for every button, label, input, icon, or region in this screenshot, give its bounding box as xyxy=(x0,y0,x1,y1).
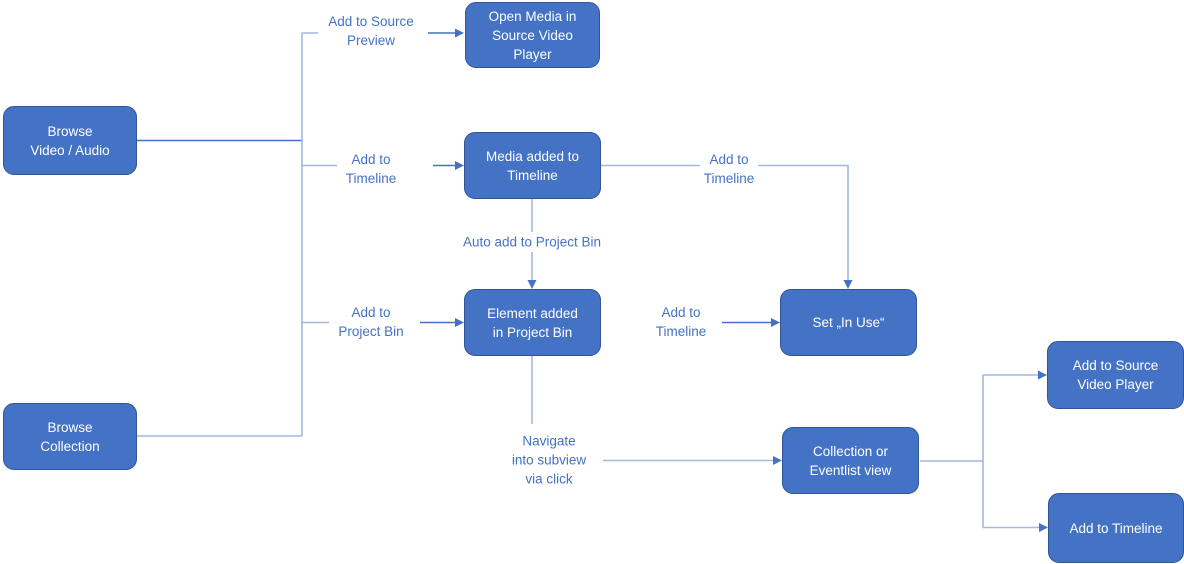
node-add-to-timeline: Add to Timeline xyxy=(1048,493,1184,563)
node-add-to-source-video-player: Add to Source Video Player xyxy=(1047,341,1184,409)
node-browse-collection: Browse Collection xyxy=(3,403,137,470)
label-add-to-source-preview: Add to Source Preview xyxy=(325,12,417,50)
node-collection-eventlist-view: Collection or Eventlist view xyxy=(782,427,919,494)
label-add-to-timeline-top: Add to Timeline xyxy=(700,150,758,188)
connector-collection-to-timeline xyxy=(982,461,1039,529)
arrowhead xyxy=(771,318,780,327)
connector-collection-to-source-vp xyxy=(920,374,1038,462)
arrowhead xyxy=(773,456,782,465)
connector-trunk xyxy=(301,32,318,436)
node-set-in-use: Set „In Use“ xyxy=(780,289,917,356)
label-navigate-into-subview: Navigate into subview via click xyxy=(508,431,590,489)
arrowhead xyxy=(527,280,537,289)
arrowhead xyxy=(455,161,464,170)
node-browse-video-audio: Browse Video / Audio xyxy=(3,106,137,175)
node-open-media-source-player: Open Media in Source Video Player xyxy=(465,2,600,68)
arrowhead xyxy=(1038,370,1047,380)
label-add-to-project-bin: Add to Project Bin xyxy=(335,303,407,341)
label-add-to-timeline-left: Add to Timeline xyxy=(342,150,400,188)
connector-label-to-set-in-use-top xyxy=(758,164,849,280)
arrowhead xyxy=(1039,523,1048,532)
label-auto-add-to-project-bin: Auto add to Project Bin xyxy=(459,232,605,252)
node-element-added-project-bin: Element added in Project Bin xyxy=(464,289,601,356)
label-add-to-timeline-mid: Add to Timeline xyxy=(652,303,710,341)
arrowhead xyxy=(843,280,853,289)
arrowhead xyxy=(455,28,464,38)
arrowhead xyxy=(455,318,464,327)
node-media-added-timeline: Media added to Timeline xyxy=(464,132,601,199)
